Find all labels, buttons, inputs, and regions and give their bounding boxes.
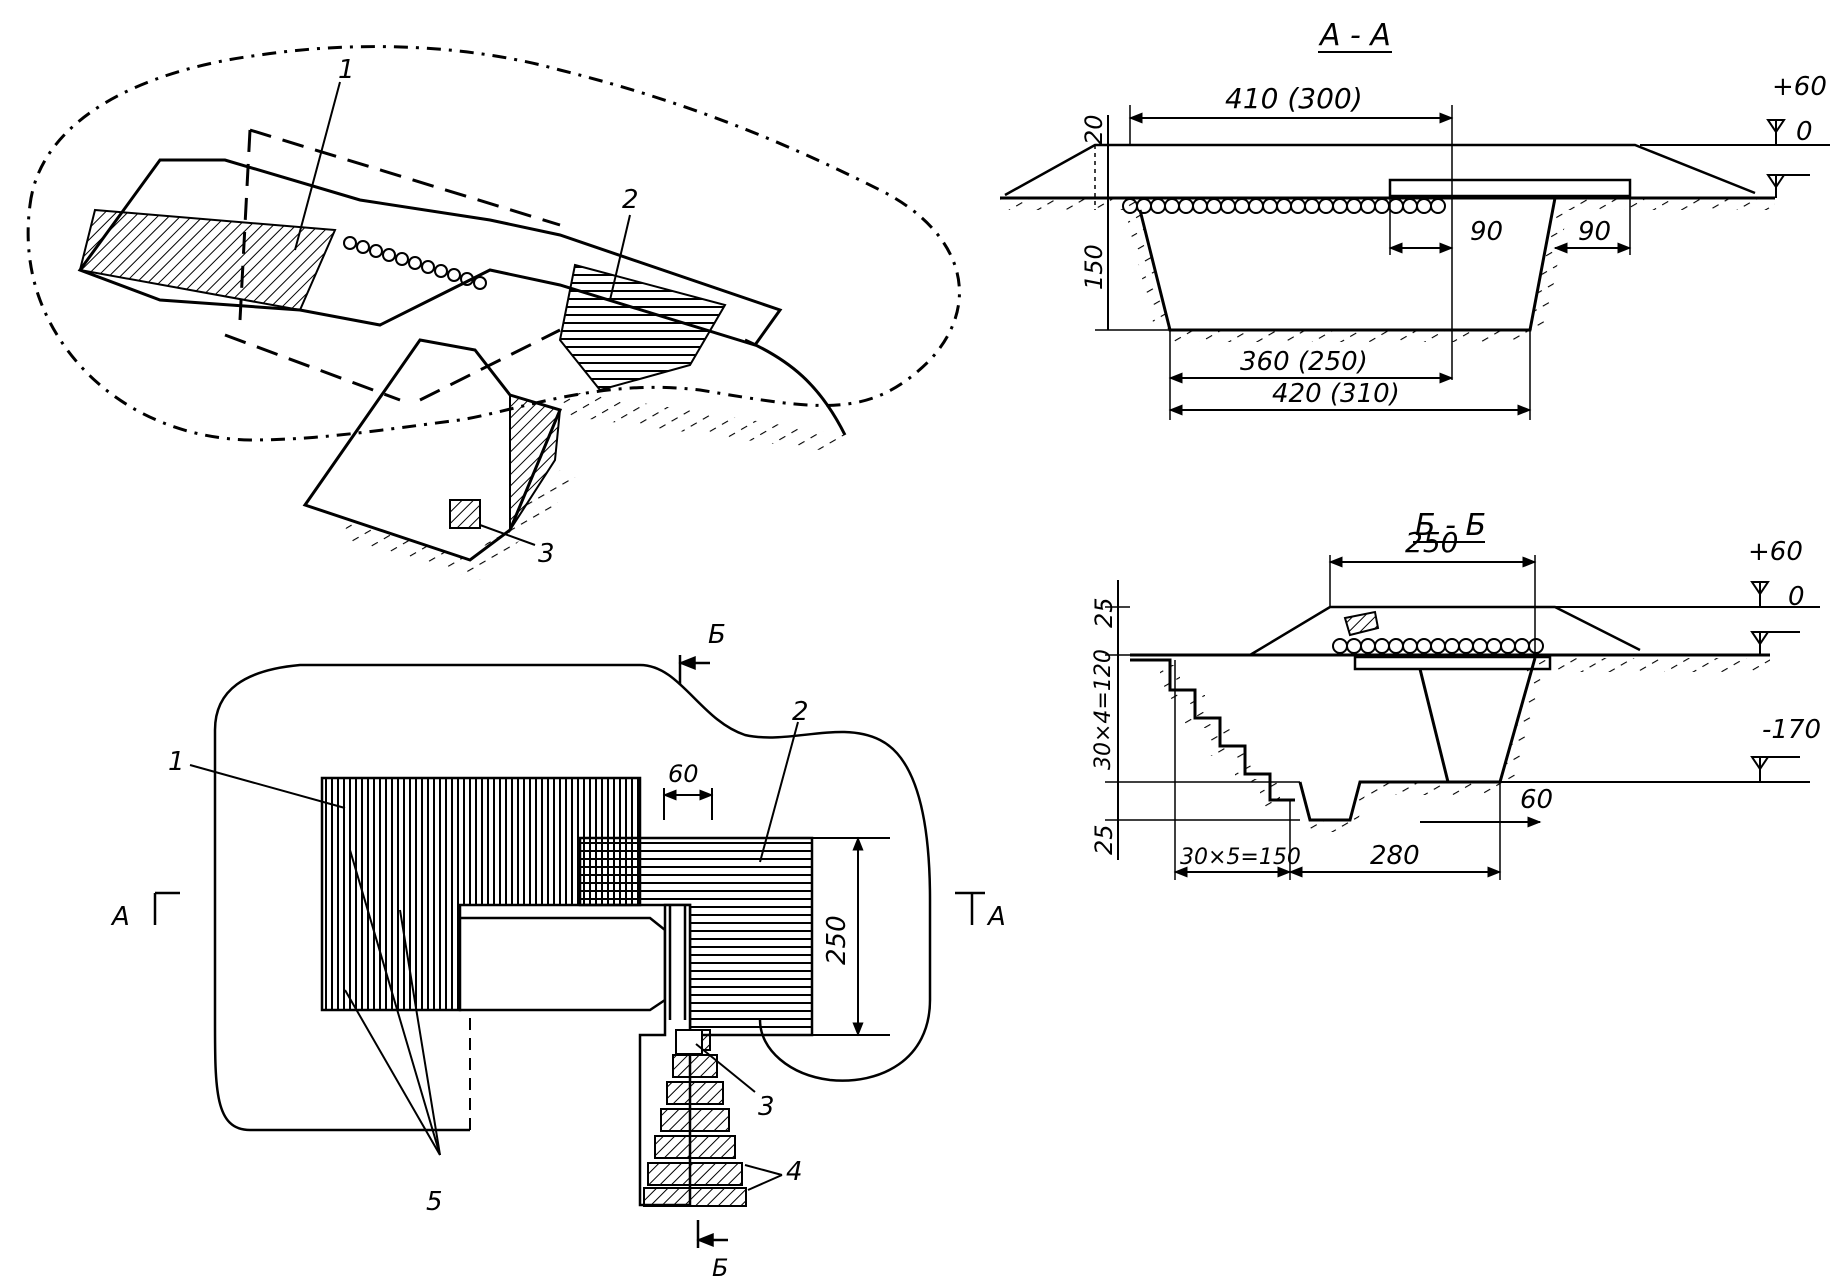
plan-callout-5: 5 xyxy=(426,1187,443,1217)
perspective-ground-outline xyxy=(26,45,961,442)
svg-text:25: 25 xyxy=(1090,824,1118,855)
svg-text:Б: Б xyxy=(712,1254,728,1280)
svg-text:410 (300): 410 (300) xyxy=(1225,82,1363,115)
perspective-view: 1 2 3 xyxy=(26,45,961,580)
svg-text:90: 90 xyxy=(1470,217,1503,247)
plan-cover-1 xyxy=(320,776,642,1012)
svg-text:25: 25 xyxy=(1090,597,1118,628)
section-aa-dim-left: 20 150 xyxy=(1080,114,1170,331)
section-aa-pit-hatch-l xyxy=(1125,210,1170,330)
svg-text:+60: +60 xyxy=(1772,72,1827,102)
plan-callout-2: 2 xyxy=(792,697,809,727)
svg-text:420 (310): 420 (310) xyxy=(1272,379,1400,409)
plan-dim-250: 250 xyxy=(812,836,890,1037)
plan-view: 60 250 А А Б Б xyxy=(110,620,1006,1280)
section-aa-slab xyxy=(1388,178,1632,198)
section-bb: Б - Б xyxy=(1090,508,1821,880)
svg-text:150: 150 xyxy=(1080,244,1108,290)
svg-text:30×4=120: 30×4=120 xyxy=(1091,649,1116,770)
section-aa-dim-90: 90 90 xyxy=(1388,196,1632,255)
plan-niche xyxy=(675,1029,703,1055)
section-aa-pit-hatch-r xyxy=(1530,198,1570,330)
svg-text:250: 250 xyxy=(1405,526,1458,559)
section-aa-ground-hatch-r xyxy=(1560,198,1775,210)
section-aa-dim-top: 410 (300) xyxy=(1128,82,1454,380)
plan-section-b-bottom: Б xyxy=(696,1220,728,1280)
section-bb-levels: +60 0 -170 xyxy=(1500,537,1821,783)
svg-text:90: 90 xyxy=(1578,217,1611,247)
perspective-ground-hatch xyxy=(560,390,845,450)
plan-callout-1: 1 xyxy=(168,747,185,777)
svg-text:280: 280 xyxy=(1370,841,1420,871)
plan-section-a-right: А xyxy=(955,891,1006,932)
plan-steps xyxy=(643,1029,747,1207)
section-bb-entrance-block xyxy=(1343,610,1380,637)
svg-text:30×5=150: 30×5=150 xyxy=(1180,845,1301,870)
plan-open-trench xyxy=(458,916,667,1012)
svg-text:-170: -170 xyxy=(1762,715,1821,745)
plan-callout-4: 4 xyxy=(786,1157,803,1187)
perspective-log-row xyxy=(343,236,487,290)
section-bb-pit-hatch xyxy=(1500,658,1550,782)
plan-entrance-wall xyxy=(668,905,687,1020)
svg-text:0: 0 xyxy=(1796,117,1813,147)
svg-text:20: 20 xyxy=(1080,114,1108,145)
plan-dim-60: 60 xyxy=(662,760,714,820)
perspective-ground-hatch-2 xyxy=(340,470,580,580)
section-aa-logs xyxy=(1122,198,1446,214)
section-bb-title: Б - Б xyxy=(1415,508,1486,543)
svg-text:250: 250 xyxy=(822,915,852,965)
plan-section-a-left: А xyxy=(110,891,180,932)
section-bb-logs xyxy=(1332,638,1544,654)
section-aa-embankment xyxy=(1004,143,1756,197)
perspective-trench-top xyxy=(77,158,783,347)
svg-text:60: 60 xyxy=(668,760,699,788)
section-bb-dim-bottom: 30×5=150 280 60 xyxy=(1173,660,1553,880)
perspective-callout-3: 3 xyxy=(538,539,555,569)
perspective-hatched-cover-1 xyxy=(78,208,337,312)
section-bb-dim-left: 25 30×4=120 25 xyxy=(1090,580,1300,860)
perspective-entrance-niche xyxy=(449,499,481,529)
perspective-callout-2: 2 xyxy=(622,185,639,215)
perspective-callout-1: 1 xyxy=(338,55,355,85)
plan-callout-3: 3 xyxy=(758,1092,775,1122)
svg-text:А: А xyxy=(110,902,130,932)
section-bb-dim-top: 250 xyxy=(1328,526,1537,658)
section-aa-dim-bottom: 360 (250) 420 (310) xyxy=(1168,330,1532,420)
svg-text:А: А xyxy=(986,902,1006,932)
section-bb-floor-hatch xyxy=(1305,782,1500,832)
section-bb-slab xyxy=(1353,655,1552,671)
svg-text:+60: +60 xyxy=(1748,537,1803,567)
section-bb-stairs-hatch xyxy=(1160,665,1280,808)
svg-text:0: 0 xyxy=(1788,582,1805,612)
section-aa-pit-hatch-b xyxy=(1170,330,1530,342)
perspective-ground-right xyxy=(744,338,847,436)
perspective-hatched-cover-2 xyxy=(558,263,727,392)
section-bb-ground-hatch xyxy=(1520,658,1770,672)
section-aa-title: А - А xyxy=(1318,18,1391,53)
section-aa-ground-hatch-l xyxy=(1000,198,1140,210)
section-aa-levels: +60 0 xyxy=(1640,72,1830,198)
svg-text:360 (250): 360 (250) xyxy=(1240,347,1368,377)
svg-text:Б: Б xyxy=(708,620,726,650)
section-bb-embankment xyxy=(1249,605,1641,657)
section-aa: А - А xyxy=(1000,18,1830,420)
plan-ground-outline xyxy=(213,663,932,1132)
perspective-approach-wall xyxy=(509,393,562,534)
svg-text:60: 60 xyxy=(1520,785,1553,815)
plan-section-b-top: Б xyxy=(678,620,726,685)
